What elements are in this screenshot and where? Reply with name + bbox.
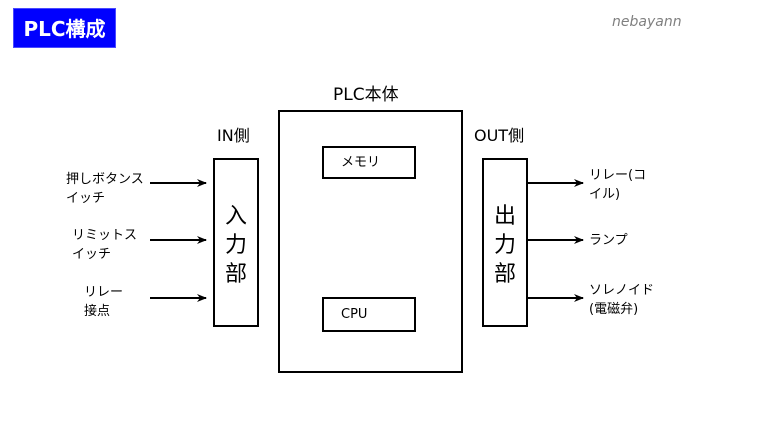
input-unit-char: 力 bbox=[224, 233, 247, 258]
plc-body-label: PLC本体 bbox=[333, 85, 399, 105]
input-device-line: リミットス bbox=[72, 228, 138, 243]
output-device-line: ランプ bbox=[589, 233, 628, 248]
cpu-box: CPU bbox=[322, 297, 416, 332]
output-unit-char: 部 bbox=[493, 262, 516, 287]
output-device-line: ソレノイド bbox=[589, 283, 655, 298]
input-device-line: イッチ bbox=[72, 247, 112, 262]
author-label: nebayann bbox=[612, 14, 682, 30]
memory-box: メモリ bbox=[322, 146, 416, 179]
input-device-line: リレー bbox=[84, 285, 124, 300]
input-device-label: リレー 接点 bbox=[84, 283, 123, 321]
input-device-line: イッチ bbox=[66, 191, 106, 206]
input-device-line: 押しボタンス bbox=[66, 172, 144, 187]
input-unit-box: 入 力 部 bbox=[213, 158, 259, 327]
in-side-label: IN側 bbox=[217, 126, 250, 145]
output-device-label: リレー(コ イル) bbox=[589, 166, 646, 204]
input-device-label: 押しボタンス イッチ bbox=[66, 170, 144, 208]
output-unit-char: 出 bbox=[493, 204, 516, 229]
output-device-line: (電磁弁) bbox=[589, 302, 639, 317]
input-device-label: リミットス イッチ bbox=[72, 226, 137, 264]
output-device-label: ランプ bbox=[589, 231, 628, 250]
output-device-line: リレー(コ bbox=[589, 168, 647, 183]
output-unit-box: 出 力 部 bbox=[482, 158, 528, 327]
memory-label: メモリ bbox=[341, 155, 381, 170]
output-unit-char: 力 bbox=[493, 233, 516, 258]
cpu-label: CPU bbox=[341, 307, 368, 322]
output-device-line: イル) bbox=[589, 187, 621, 202]
input-unit-char: 部 bbox=[224, 262, 247, 287]
slide-title: PLC構成 bbox=[13, 8, 116, 48]
out-side-label: OUT側 bbox=[474, 126, 525, 145]
output-device-label: ソレノイド (電磁弁) bbox=[589, 281, 654, 319]
input-unit-char: 入 bbox=[224, 204, 247, 229]
input-device-line: 接点 bbox=[84, 304, 111, 319]
